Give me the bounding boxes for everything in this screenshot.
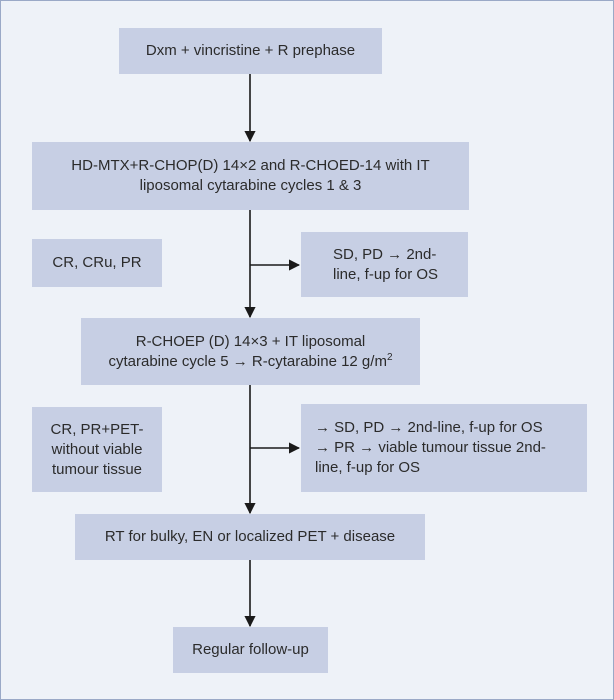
followup-text: Regular follow-up [192, 641, 309, 658]
response2-good-text-line-3: tumour tissue [51, 460, 143, 478]
prephase-text: Dxm + vincristine + R prephase [145, 42, 356, 59]
response2-good-text-line-2: without viable [51, 440, 143, 458]
response1-good-text: CR, CRu, PR [52, 254, 142, 271]
response1-poor-box: SD, PD → 2nd- line, f-up for OS [301, 232, 468, 297]
consolidation-text-line-2: cytarabine cycle 5 → R-cytarabine 12 g/m… [108, 352, 392, 372]
response2-poor-box: → SD, PD → 2nd-line, f-up for OS → PR → … [301, 404, 587, 492]
response1-poor-text-line-2: line, f-up for OS [333, 265, 439, 283]
followup-box: Regular follow-up [173, 627, 328, 673]
radiotherapy-text: RT for bulky, EN or localized PET + dise… [104, 528, 396, 545]
induction-box: HD-MTX+R-CHOP(D) 14×2 and R-CHOED-14 wit… [32, 142, 469, 210]
response2-good-text-line-1: CR, PR+PET- [50, 420, 144, 438]
induction-text-line-1: HD-MTX+R-CHOP(D) 14×2 and R-CHOED-14 wit… [71, 157, 430, 174]
consolidation-text-line-2-main: cytarabine cycle 5 → R-cytarabine 12 g/m [108, 352, 387, 370]
prephase-box: Dxm + vincristine + R prephase [119, 28, 382, 74]
radiotherapy-box: RT for bulky, EN or localized PET + dise… [75, 514, 425, 560]
response2-poor-text-line-3: line, f-up for OS [315, 459, 421, 476]
response2-poor-text-line-1: → SD, PD → 2nd-line, f-up for OS [315, 419, 543, 436]
consolidation-text-line-1: R-CHOEP (D) 14×3 + IT liposomal [135, 332, 366, 350]
response2-poor-text-line-2: → PR → viable tumour tissue 2nd- [315, 439, 546, 456]
response1-good-box: CR, CRu, PR [32, 239, 162, 287]
induction-text-line-2: liposomal cytarabine cycles 1 & 3 [139, 177, 362, 194]
response1-poor-text-line-1: SD, PD → 2nd- [333, 245, 437, 263]
response2-good-box: CR, PR+PET- without viable tumour tissue [32, 407, 162, 492]
consolidation-superscript: 2 [386, 351, 393, 363]
consolidation-box: R-CHOEP (D) 14×3 + IT liposomal cytarabi… [81, 318, 420, 385]
